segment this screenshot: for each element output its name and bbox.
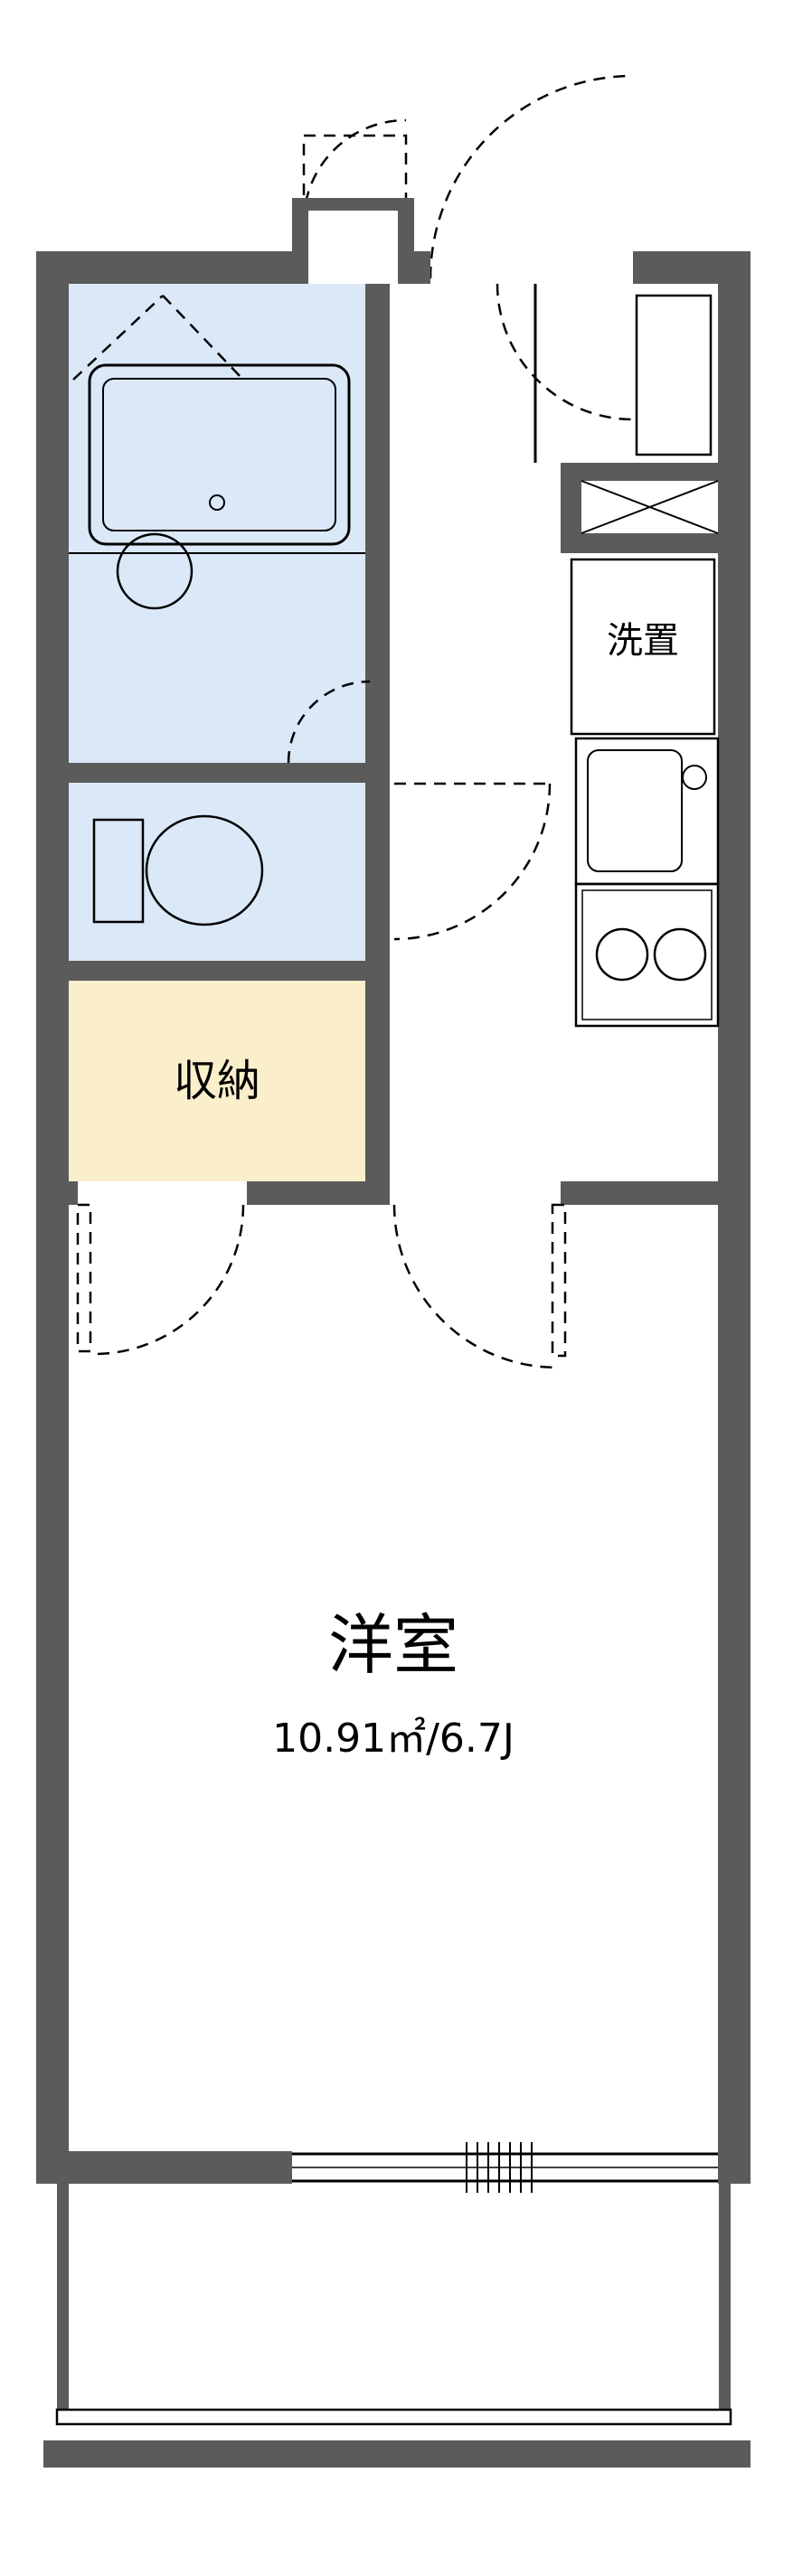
- bathtub-inner-rim: [102, 378, 336, 531]
- room-door-mid-arc: [392, 1204, 558, 1369]
- sink-faucet: [682, 765, 707, 790]
- laundry-space: [570, 558, 716, 736]
- balcony: [43, 2184, 751, 2468]
- right-wall: [718, 251, 751, 2184]
- toilet-floor: [69, 783, 365, 961]
- bottom-wall-solid: [36, 2151, 292, 2184]
- room-size-label: 10.91㎡/6.7J: [272, 1716, 515, 1762]
- front-door-swing-arc: [429, 74, 634, 279]
- sink-basin: [587, 749, 683, 872]
- wall-bath-toilet: [69, 763, 365, 783]
- wall-hall-room-a: [69, 1181, 78, 1205]
- storage-closet: [69, 981, 365, 1181]
- toilet-tank: [92, 818, 145, 924]
- partition-left-column: [365, 284, 390, 1205]
- balcony-rail-outer: [43, 2440, 751, 2468]
- bathtub-drain: [209, 494, 225, 511]
- wash-stool: [116, 532, 194, 610]
- room-door-mid-leaf: [551, 1203, 567, 1358]
- bathroom-door-arc: [287, 680, 371, 764]
- toilet-fixtures: [92, 814, 264, 926]
- balcony-wall-right: [719, 2184, 731, 2410]
- balcony-wall-left: [57, 2184, 69, 2410]
- walls: [36, 198, 751, 2184]
- stove-burner-left: [595, 927, 649, 982]
- balcony-rail-inner: [55, 2408, 732, 2426]
- shoe-cabinet: [635, 294, 713, 456]
- stove-burner-right: [653, 927, 707, 982]
- left-wall: [36, 251, 69, 2184]
- meter-box-pillar-right: [398, 211, 414, 251]
- room-door-left-leaf: [76, 1203, 92, 1353]
- meter-box-top-bar: [292, 198, 414, 211]
- storage-label: 収納: [174, 1056, 260, 1106]
- pipe-space: [561, 463, 719, 553]
- laundry-label: 洗置: [607, 620, 679, 662]
- meter-box-recess: [308, 211, 398, 284]
- kitchen-fixtures: [574, 737, 720, 1028]
- stove-unit: [574, 882, 720, 1028]
- stove-inner-frame: [581, 889, 713, 1020]
- room-door-left-arc: [93, 1204, 245, 1356]
- bathroom-fixtures: [69, 295, 371, 764]
- bathroom-floor: [69, 284, 365, 763]
- balcony-window: [292, 2142, 718, 2193]
- interior-door-swings: [76, 283, 634, 1369]
- bath-fold-door-1: [72, 295, 164, 381]
- entrance-inner-door-arc: [496, 283, 634, 421]
- room-label: 洋室: [328, 1607, 458, 1683]
- meter-box-pillar-left: [292, 211, 308, 251]
- toilet-bowl: [145, 814, 264, 926]
- bathtub: [88, 363, 351, 546]
- wall-hall-room-b: [247, 1181, 390, 1205]
- washroom-door-arc: [393, 783, 552, 941]
- wall-toilet-storage: [69, 961, 365, 981]
- wall-hall-room-c: [561, 1181, 718, 1205]
- pipe-space-cross-2: [581, 480, 719, 534]
